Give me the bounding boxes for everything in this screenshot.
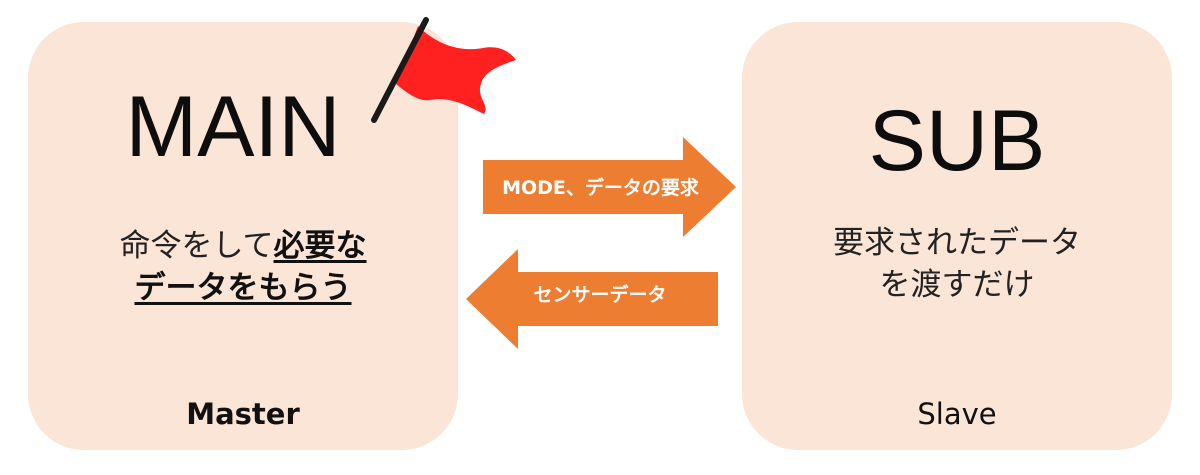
flag-pole (371, 17, 429, 123)
slave-description: 要求されたデータ を渡すだけ (742, 222, 1172, 306)
arrow-right-icon (483, 137, 736, 237)
master-description-emphasis-1: 必要な (273, 228, 367, 264)
master-title: MAIN (125, 79, 341, 175)
master-role-label: Master (186, 397, 300, 431)
master-description-plain: 命令をして (119, 228, 274, 264)
arrow-left-icon (466, 249, 718, 349)
arrow-right-shape (483, 137, 736, 237)
flag-icon (371, 17, 516, 123)
slave-panel: SUB 要求されたデータ を渡すだけ Slave (742, 22, 1172, 450)
master-description: 命令をして必要な データをもらう (28, 225, 458, 309)
arrow-left-shape (466, 249, 718, 349)
master-description-line-2: データをもらう (28, 267, 458, 309)
arrow-left-label: センサーデータ (533, 284, 667, 306)
arrow-right-label: MODE、データの要求 (502, 177, 699, 199)
flag-cloth (396, 26, 516, 114)
slave-role-label: Slave (917, 397, 997, 431)
master-description-line-1: 命令をして必要な (28, 225, 458, 267)
slave-description-line-2: を渡すだけ (879, 267, 1035, 303)
slave-title: SUB (868, 93, 1046, 189)
slave-description-line-1: 要求されたデータ (833, 225, 1081, 261)
master-description-emphasis-2: データをもらう (134, 270, 352, 306)
